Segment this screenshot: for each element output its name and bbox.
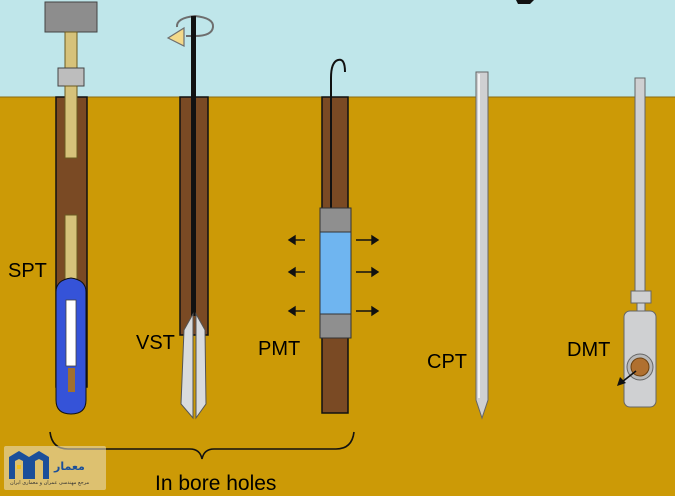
spt-anvil <box>57 67 85 87</box>
spt-guide-rod <box>64 31 78 69</box>
watermark-logo: معمار مرجع مهندسی عمران و معماری ایران <box>4 446 106 490</box>
spt-drill-rod-lower <box>64 214 78 281</box>
vst-vane-blade-right <box>195 312 207 420</box>
dmt-apparatus <box>617 77 657 408</box>
cpt-apparatus <box>475 71 489 420</box>
spt-drive-hammer <box>44 1 98 33</box>
pmt-label: PMT <box>258 338 301 360</box>
dmt-membrane-arrow-head <box>617 377 626 386</box>
dmt-rod <box>634 77 646 294</box>
pmt-top-guard <box>319 207 352 233</box>
sky <box>0 0 675 97</box>
pmt-apparatus <box>319 58 352 414</box>
pressure-arrow-icon <box>287 234 380 317</box>
vst-apparatus <box>166 14 215 420</box>
vst-label: VST <box>136 332 175 354</box>
dmt-membrane-arrow <box>621 370 637 383</box>
spt-spoon-window <box>65 299 77 367</box>
pmt-bottom-guard <box>319 313 352 339</box>
pmt-probe <box>319 231 352 315</box>
spt-apparatus <box>44 1 98 415</box>
dmt-coupler <box>630 290 652 304</box>
rotation-arrow-icon <box>175 14 215 37</box>
watermark-text: معمار <box>54 460 85 473</box>
logo-icon <box>9 451 49 479</box>
spt-label: SPT <box>8 260 47 282</box>
rotation-arrow-head <box>166 26 185 47</box>
cpt-cone-rod <box>475 71 489 420</box>
vst-vane-blade-left <box>180 312 194 420</box>
spt-soil-sample <box>68 368 75 392</box>
cpt-label: CPT <box>427 351 467 373</box>
dmt-label: DMT <box>567 339 611 361</box>
spt-drill-rod-upper <box>64 85 78 159</box>
vst-torque-rod <box>191 16 196 316</box>
pmt-cable-top <box>330 58 346 97</box>
watermark-subtext: مرجع مهندسی عمران و معماری ایران <box>10 480 90 486</box>
clipped-title-fragment <box>516 0 534 4</box>
bore-holes-label: In bore holes <box>155 472 277 495</box>
